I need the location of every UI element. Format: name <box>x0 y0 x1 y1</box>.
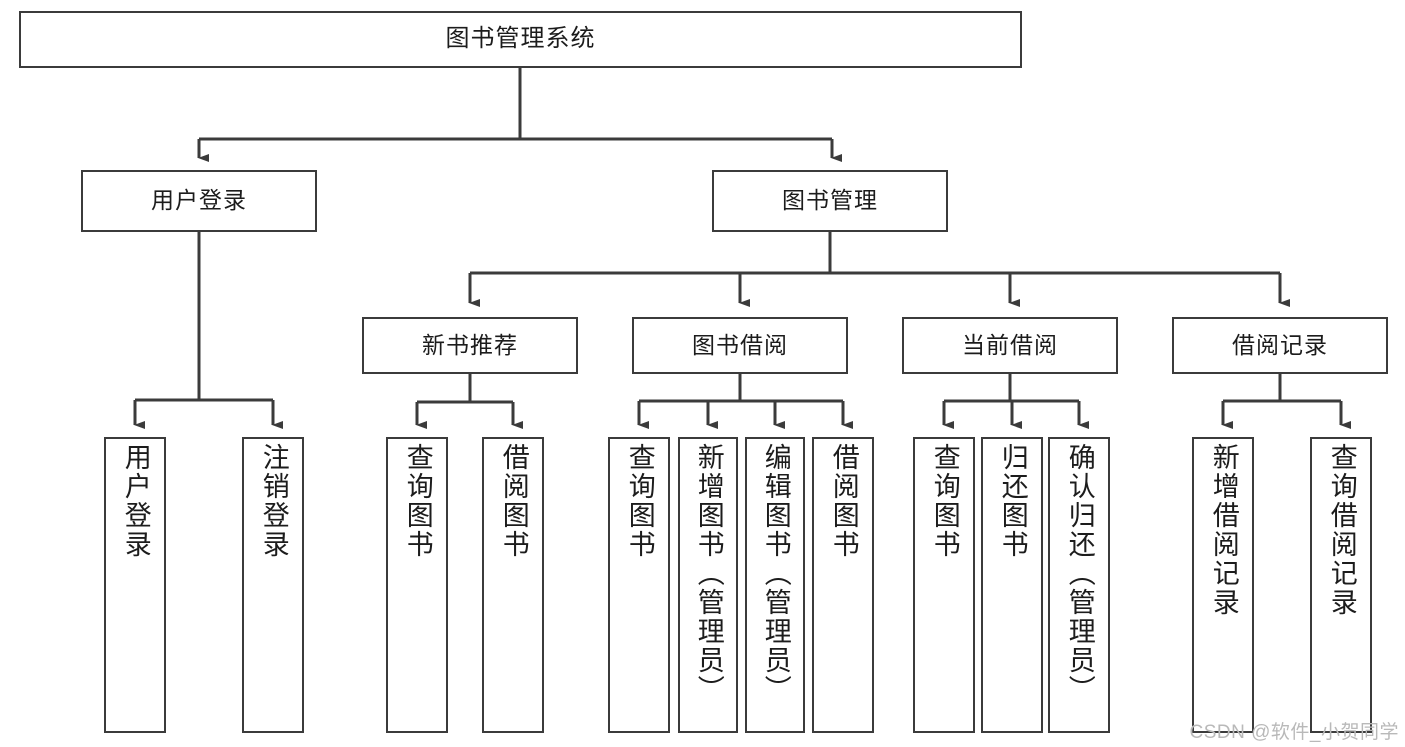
node-new-book-rec-label: 新书推荐 <box>422 331 518 358</box>
node-borrow-record[interactable]: 借阅记录 <box>1172 317 1388 374</box>
node-new-book-rec[interactable]: 新书推荐 <box>362 317 578 374</box>
node-leaf-edit-book-label: 编辑图书（管理员） <box>760 443 791 704</box>
node-book-manage[interactable]: 图书管理 <box>712 170 948 232</box>
node-current-borrow-label: 当前借阅 <box>962 331 1058 358</box>
node-leaf-borrow-book-1-label: 借阅图书 <box>498 443 529 559</box>
node-leaf-add-book[interactable]: 新增图书（管理员） <box>678 437 738 733</box>
node-leaf-edit-book[interactable]: 编辑图书（管理员） <box>745 437 805 733</box>
node-user-login-label: 用户登录 <box>151 187 247 214</box>
node-leaf-logout-label: 注销登录 <box>258 443 289 559</box>
node-book-manage-label: 图书管理 <box>782 187 878 214</box>
node-book-borrow[interactable]: 图书借阅 <box>632 317 848 374</box>
node-leaf-query-book-1-label: 查询图书 <box>402 443 433 559</box>
node-user-login[interactable]: 用户登录 <box>81 170 317 232</box>
node-leaf-add-book-label: 新增图书（管理员） <box>693 443 724 704</box>
node-leaf-user-login[interactable]: 用户登录 <box>104 437 166 733</box>
node-leaf-confirm-return[interactable]: 确认归还（管理员） <box>1048 437 1110 733</box>
node-root[interactable]: 图书管理系统 <box>19 11 1022 68</box>
node-leaf-query-book-2-label: 查询图书 <box>624 443 655 559</box>
node-leaf-return-book[interactable]: 归还图书 <box>981 437 1043 733</box>
node-root-label: 图书管理系统 <box>445 25 596 53</box>
node-leaf-query-record-label: 查询借阅记录 <box>1326 443 1357 617</box>
node-leaf-query-book-2[interactable]: 查询图书 <box>608 437 670 733</box>
node-leaf-query-book-3-label: 查询图书 <box>929 443 960 559</box>
node-leaf-confirm-return-label: 确认归还（管理员） <box>1064 443 1095 704</box>
node-book-borrow-label: 图书借阅 <box>692 331 788 358</box>
node-leaf-borrow-book-2-label: 借阅图书 <box>828 443 859 559</box>
node-leaf-query-book-1[interactable]: 查询图书 <box>386 437 448 733</box>
node-leaf-query-book-3[interactable]: 查询图书 <box>913 437 975 733</box>
node-leaf-query-record[interactable]: 查询借阅记录 <box>1310 437 1372 733</box>
node-leaf-return-book-label: 归还图书 <box>997 443 1028 559</box>
node-leaf-borrow-book-2[interactable]: 借阅图书 <box>812 437 874 733</box>
csdn-watermark: CSDN @软件_小贺同学 <box>1189 722 1399 743</box>
node-leaf-add-record[interactable]: 新增借阅记录 <box>1192 437 1254 733</box>
node-leaf-add-record-label: 新增借阅记录 <box>1208 443 1239 617</box>
node-borrow-record-label: 借阅记录 <box>1232 331 1328 358</box>
node-leaf-logout[interactable]: 注销登录 <box>242 437 304 733</box>
node-leaf-borrow-book-1[interactable]: 借阅图书 <box>482 437 544 733</box>
node-leaf-user-login-label: 用户登录 <box>120 443 151 559</box>
node-current-borrow[interactable]: 当前借阅 <box>902 317 1118 374</box>
